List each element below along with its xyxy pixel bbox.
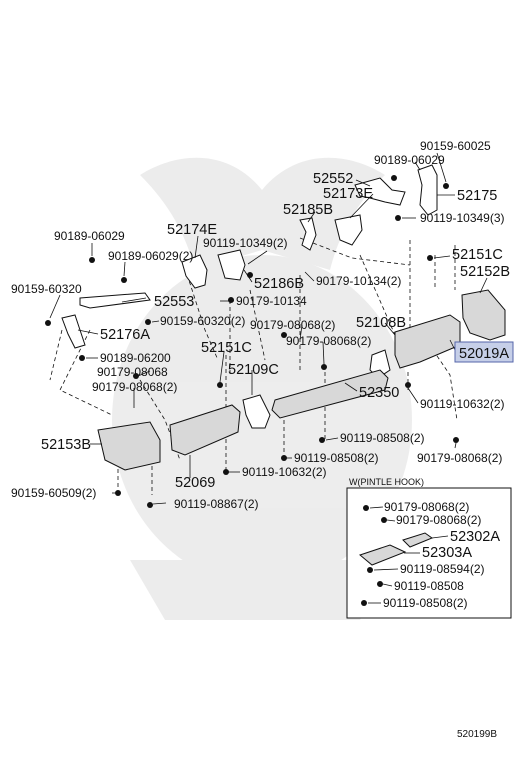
label-52175[interactable]: 52175 [457,188,497,204]
inset-label-90179-08068-2-b[interactable]: 90179-08068(2) [396,513,481,527]
label-52108B[interactable]: 52108B [356,315,406,331]
step-52069-drawing[interactable] [169,404,241,456]
inset-label-90119-08594-2[interactable]: 90119-08594(2) [400,562,485,576]
label-90119-10632-2-bottom[interactable]: 90119-10632(2) [242,465,327,479]
label-90179-08068-2-b[interactable]: 90179-08068(2) [286,334,371,348]
stay-52553-drawing[interactable] [79,292,151,309]
label-90189-06029-left[interactable]: 90189-06029 [54,229,125,243]
label-52152B[interactable]: 52152B [460,264,510,280]
label-90159-60320-2[interactable]: 90159-60320(2) [160,314,245,328]
inset-label-52303A[interactable]: 52303A [422,545,472,561]
inset-label-90119-08508[interactable]: 90119-08508 [394,579,464,593]
cover-52152B-drawing[interactable] [461,289,506,341]
label-52109C[interactable]: 52109C [228,362,279,378]
highlight-box-52019A [454,341,514,363]
label-52553[interactable]: 52553 [154,294,194,310]
inset-label-52302A[interactable]: 52302A [450,529,500,545]
label-52151C-right[interactable]: 52151C [452,247,503,263]
label-52173E[interactable]: 52173E [323,186,373,202]
label-90119-10349-3[interactable]: 90119-10349(3) [420,211,505,225]
fastener-markers [45,175,459,606]
inset-label-90179-08068-2-a[interactable]: 90179-08068(2) [384,500,469,514]
label-52186B[interactable]: 52186B [254,276,304,292]
inset-label-90119-08508-2[interactable]: 90119-08508(2) [383,596,468,610]
label-90119-10632-2-right[interactable]: 90119-10632(2) [420,397,505,411]
label-52176A[interactable]: 52176A [100,327,150,343]
label-52185B[interactable]: 52185B [283,202,333,218]
label-52350[interactable]: 52350 [359,385,399,401]
bracket-52185B-drawing[interactable] [299,217,317,251]
label-90189-06029-2[interactable]: 90189-06029(2) [108,249,193,263]
inset-title: W(PINTLE HOOK) [349,477,424,487]
label-52151C-left[interactable]: 52151C [201,340,252,356]
label-90159-60320[interactable]: 90159-60320 [11,282,82,296]
bumper-52019A-drawing[interactable] [394,314,461,369]
label-90179-08068[interactable]: 90179-08068 [97,365,168,379]
bracket-52175-drawing[interactable] [417,164,438,216]
hitch-52303A-drawing[interactable] [358,544,407,566]
label-52069[interactable]: 52069 [175,475,215,491]
inset-pintle-hook: W(PINTLE HOOK) 90179-08068(2) 90179-0806… [349,477,500,610]
diagram-reference-code: 520199B [457,729,497,740]
label-90179-08068-2-c[interactable]: 90179-08068(2) [92,380,177,394]
label-90189-06200[interactable]: 90189-06200 [100,351,171,365]
label-90179-08068-2-d[interactable]: 90179-08068(2) [417,451,502,465]
label-90119-08867-2[interactable]: 90119-08867(2) [174,497,259,511]
step-52350-drawing[interactable] [271,369,389,419]
parts-drawings [61,164,512,619]
label-90119-08508-2-b[interactable]: 90119-08508(2) [294,451,379,465]
part-labels: 90159-60025 90189-06029 52552 52175 5217… [11,139,510,511]
label-52174E[interactable]: 52174E [167,222,217,238]
bracket-52173E-drawing[interactable] [334,214,363,246]
label-90179-08068-2-a[interactable]: 90179-08068(2) [250,318,335,332]
leader-lines [49,152,488,604]
cover-52153B-drawing[interactable] [97,421,161,471]
label-90119-10349-2[interactable]: 90119-10349(2) [203,236,288,250]
label-90179-10134[interactable]: 90179-10134 [236,294,307,308]
label-90189-06029-top[interactable]: 90189-06029 [374,153,445,167]
label-52153B[interactable]: 52153B [41,437,91,453]
label-90159-60509-2[interactable]: 90159-60509(2) [11,486,96,500]
bracket-52176A-drawing[interactable] [61,314,86,349]
bracket-52109C-drawing[interactable] [242,394,271,429]
label-52552[interactable]: 52552 [313,171,353,187]
label-90119-08508-2-a[interactable]: 90119-08508(2) [340,431,425,445]
label-90159-60025[interactable]: 90159-60025 [420,139,491,153]
bracket-52174E-drawing[interactable] [181,254,208,289]
label-90179-10134-2[interactable]: 90179-10134(2) [316,274,401,288]
label-52019A[interactable]: 52019A [459,346,509,362]
bracket-52186B-drawing[interactable] [217,249,246,281]
